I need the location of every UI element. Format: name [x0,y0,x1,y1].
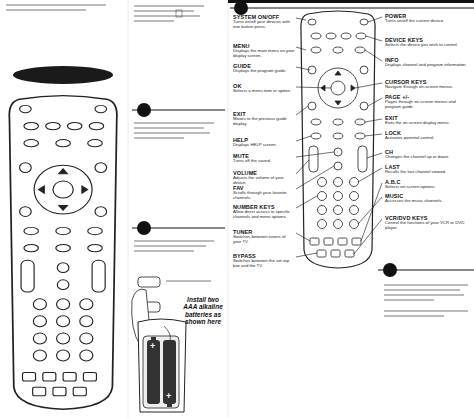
callout-description: Allow direct access to specific channels… [233,210,295,220]
callout-description: Selects the device you wish to control. [385,43,471,48]
callout-description: Pages through on-screen menus and progra… [385,100,471,110]
callout-description: Changes the channel up or down. [385,155,471,160]
callout-description: Displays HELP screen. [233,143,295,148]
callout-description: Accesses the music channels. [385,199,471,204]
callout-description: Moves to the previous guide display. [233,117,295,127]
callout-description: Selects on-screen options. [385,185,471,190]
callout-description: Displays the program guide. [233,69,295,74]
callout-description: Turns on/off the current device. [385,19,471,24]
callout-description: Scrolls through your favorite channels. [233,191,295,201]
callout-description: Displays the main menu on your display s… [233,49,295,59]
callout-description: Turns off the sound. [233,159,295,164]
callout-description: Recalls the last channel viewed. [385,170,471,175]
callout-description: Activates parental control. [385,136,471,141]
polarity-mark: + [166,391,174,401]
callout-description: Turns on/off your devices with one butto… [233,20,295,30]
callout-description: Adjusts the volume of your device. [233,176,295,186]
polarity-mark: + [150,341,158,351]
callout-description: Navigate through on-screen menus. [385,85,471,90]
callout-description: Switches between the set-top box and the… [233,259,295,269]
callout-description: Displays channel and program information… [385,63,471,68]
callout-description: Switches between tuners of your TV. [233,235,295,245]
callout-description: Selects a menu item or option. [233,89,295,94]
callout-description: Control the functions of your VCR or DVD… [385,221,471,231]
battery-instruction: Install two AAA alkaline batteries as sh… [183,296,223,326]
callout-description: Exits the on-screen display menu. [385,121,471,126]
